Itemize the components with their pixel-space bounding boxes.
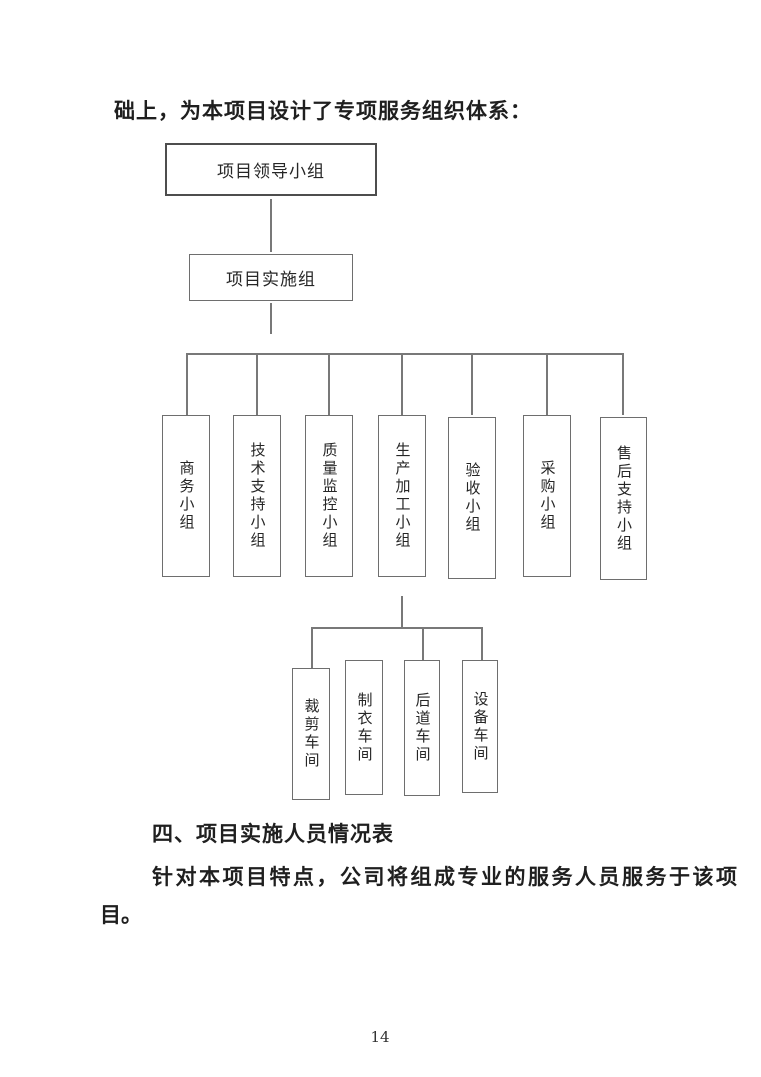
connector-l3-drop-6: [546, 353, 548, 415]
box-label: 生产加工小组: [393, 442, 412, 550]
box-label: 裁剪车间: [302, 698, 321, 770]
box-label: 商务小组: [177, 460, 196, 532]
connector-l2-stub: [270, 303, 272, 334]
connector-l4-drop-1: [311, 627, 313, 668]
connector-l3-drop-4: [401, 353, 403, 415]
connector-l4-bus: [311, 627, 483, 629]
box-project-leadership-group: 项目领导小组: [165, 143, 377, 196]
box-tech-support-team: 技术支持小组: [233, 415, 281, 577]
box-label: 后道车间: [413, 692, 432, 764]
box-procurement-team: 采购小组: [523, 415, 571, 577]
connector-l4-stub: [401, 596, 403, 628]
box-quality-control-team: 质量监控小组: [305, 415, 353, 577]
box-acceptance-team: 验收小组: [448, 417, 496, 579]
page-number: 14: [370, 1028, 390, 1046]
box-label: 质量监控小组: [320, 442, 339, 550]
connector-l3-drop-2: [256, 353, 258, 415]
box-label: 验收小组: [463, 462, 482, 534]
intro-text: 础上，为本项目设计了专项服务组织体系：: [114, 98, 532, 123]
box-label: 制衣车间: [355, 691, 374, 764]
connector-l3-drop-5: [471, 353, 473, 415]
connector-l3-bus: [186, 353, 624, 355]
box-garment-making-workshop: 制衣车间: [345, 660, 383, 795]
box-finishing-workshop: 后道车间: [404, 660, 440, 796]
box-production-processing-team: 生产加工小组: [378, 415, 426, 577]
box-label: 采购小组: [538, 460, 557, 532]
box-business-team: 商务小组: [162, 415, 210, 577]
box-label: 项目领导小组: [217, 162, 325, 182]
paragraph-line-2: 目。: [100, 902, 142, 927]
connector-l3-drop-7: [622, 353, 624, 415]
connector-l1-l2: [270, 199, 272, 252]
box-label: 售后支持小组: [615, 444, 633, 553]
box-label: 设备车间: [471, 690, 490, 763]
box-label: 技术支持小组: [248, 442, 267, 550]
box-cutting-workshop: 裁剪车间: [292, 668, 330, 800]
box-label: 项目实施组: [226, 270, 316, 290]
box-equipment-workshop: 设备车间: [462, 660, 498, 793]
connector-l3-drop-1: [186, 353, 188, 415]
box-project-implementation-group: 项目实施组: [189, 254, 353, 301]
connector-l4-drop-2: [422, 627, 424, 660]
paragraph-line-1: 针对本项目特点，公司将组成专业的服务人员服务于该项: [152, 864, 740, 889]
section-heading: 四、项目实施人员情况表: [152, 821, 394, 846]
connector-l3-drop-3: [328, 353, 330, 415]
box-after-sales-support-team: 售后支持小组: [600, 417, 647, 580]
connector-l4-drop-3: [481, 627, 483, 660]
